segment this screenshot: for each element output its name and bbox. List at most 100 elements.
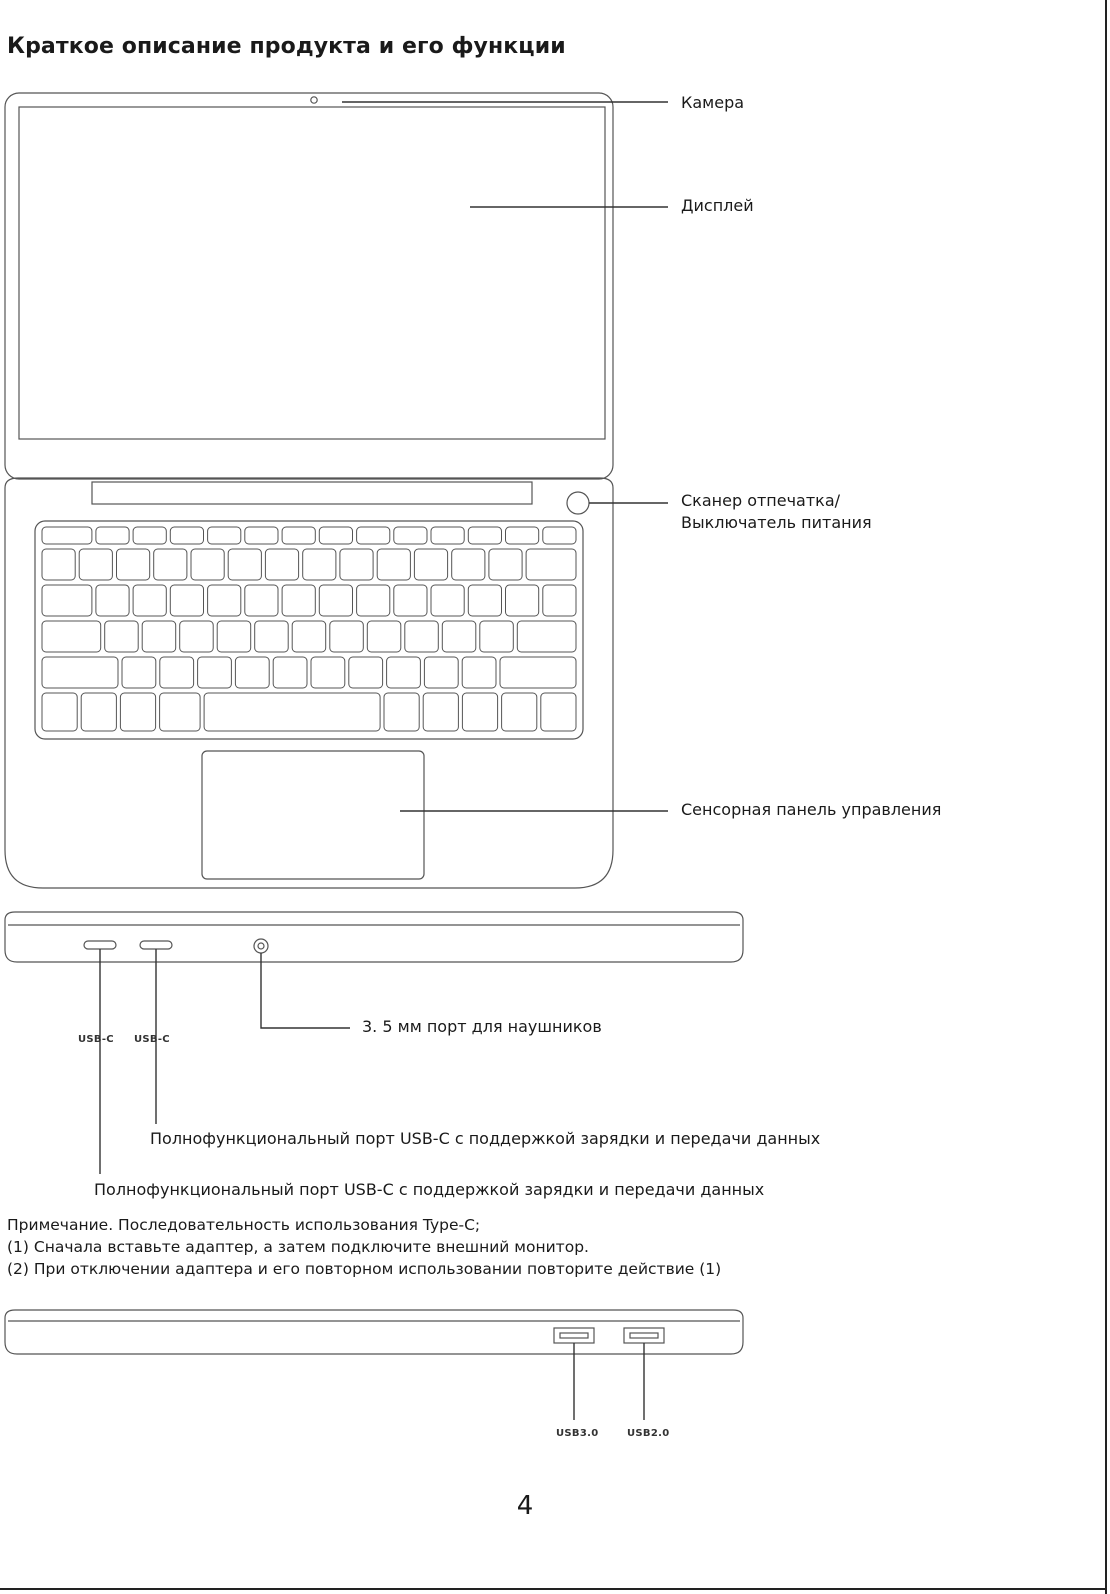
keyboard-key [488, 548, 523, 581]
keyboard-key [501, 692, 538, 732]
keyboard-key [159, 692, 201, 732]
usbc-1-port-tag: USB-C [78, 1034, 114, 1045]
keyboard-key [78, 548, 113, 581]
keyboard-key [291, 620, 327, 653]
keyboard-key [95, 526, 130, 545]
keyboard-key [467, 584, 502, 617]
keyboard-key [203, 692, 381, 732]
keyboard-key [41, 692, 78, 732]
keyboard-key [383, 692, 420, 732]
keyboard-key [132, 526, 167, 545]
keyboard-key [505, 584, 540, 617]
keyboard-key [318, 526, 353, 545]
fingerprint-sensor [566, 491, 590, 515]
laptop-side-view-2 [4, 1309, 744, 1355]
keyboard-key [339, 548, 374, 581]
keyboard-key [234, 656, 270, 689]
keyboard-key [159, 656, 195, 689]
keyboard-key [461, 692, 499, 732]
usbc-2-port-tag: USB-C [134, 1034, 170, 1045]
keyboard-key [190, 548, 225, 581]
keyboard-key [41, 526, 93, 545]
keyboard-key [41, 620, 102, 653]
keyboard-keys [41, 526, 577, 732]
keyboard-key [121, 656, 157, 689]
keyboard-key [542, 584, 577, 617]
keyboard-key [386, 656, 421, 689]
keyboard-key [41, 584, 93, 617]
keyboard-key [451, 548, 486, 581]
keyboard-key [430, 584, 465, 617]
laptop-lid [4, 92, 614, 480]
usbc-port-2-graphic [139, 940, 173, 950]
keyboard-key [281, 584, 316, 617]
keyboard-key [227, 548, 262, 581]
page-title: Краткое описание продукта и его функции [7, 34, 566, 59]
keyboard-key [310, 656, 346, 689]
keyboard-key [244, 526, 279, 545]
keyboard-well [34, 520, 584, 740]
keyboard-key [516, 620, 577, 653]
usbc-port-1-label: Полнофункциональный порт USB-C с поддерж… [94, 1180, 765, 1199]
keyboard-key [80, 692, 117, 732]
keyboard-key [525, 548, 577, 581]
page-border-bottom [0, 1588, 1107, 1590]
keyboard-key [104, 620, 139, 653]
keyboard-key [505, 526, 540, 545]
keyboard-key [413, 548, 449, 581]
keyboard-key [318, 584, 353, 617]
usage-note: Примечание. Последовательность использов… [7, 1214, 721, 1280]
headphone-port-label: 3. 5 мм порт для наушников [362, 1017, 602, 1036]
keyboard-key [95, 584, 130, 617]
display-screen [18, 106, 606, 440]
keyboard-key [499, 656, 577, 689]
usb2-port-tag: USB2.0 [627, 1428, 670, 1439]
callout-lines [99, 101, 668, 1420]
keyboard-key [356, 526, 391, 545]
note-line-3: (2) При отключении адаптера и его повтор… [7, 1260, 722, 1278]
keyboard-key [404, 620, 439, 653]
keyboard-key [272, 656, 308, 689]
keyboard-key [366, 620, 402, 653]
keyboard-key [479, 620, 514, 653]
note-line-2: (1) Сначала вставьте адаптер, а затем по… [7, 1238, 589, 1256]
keyboard-key [302, 548, 337, 581]
usbc-port-2-label: Полнофункциональный порт USB-C с поддерж… [150, 1129, 821, 1148]
keyboard-key [281, 526, 316, 545]
fingerprint-label: Сканер отпечатка/ Выключатель питания [681, 490, 872, 534]
keyboard-key [197, 656, 232, 689]
keyboard-key [393, 526, 428, 545]
keyboard-key [422, 692, 459, 732]
keyboard-key [141, 620, 177, 653]
keyboard-key [430, 526, 465, 545]
keyboard-key [169, 584, 205, 617]
keyboard-key [207, 584, 242, 617]
keyboard-key [542, 526, 577, 545]
display-label: Дисплей [681, 196, 754, 215]
note-line-1: Примечание. Последовательность использов… [7, 1216, 481, 1234]
keyboard-key [41, 548, 76, 581]
usb3-port-tag: USB3.0 [556, 1428, 599, 1439]
fingerprint-label-line1: Сканер отпечатка/ [681, 491, 841, 510]
keyboard-key [423, 656, 459, 689]
keyboard-key [356, 584, 391, 617]
camera-lens [310, 96, 318, 104]
fingerprint-label-line2: Выключатель питания [681, 513, 872, 532]
camera-label: Камера [681, 93, 745, 112]
keyboard-key [216, 620, 252, 653]
keyboard-key [393, 584, 428, 617]
laptop-side-view-1 [4, 911, 744, 963]
keyboard-key [376, 548, 411, 581]
keyboard-key [348, 656, 384, 689]
keyboard-key [153, 548, 188, 581]
keyboard-key [254, 620, 289, 653]
keyboard-key [441, 620, 477, 653]
keyboard-key [116, 548, 151, 581]
keyboard-key [540, 692, 577, 732]
keyboard-key [207, 526, 242, 545]
keyboard-key [461, 656, 497, 689]
keyboard-key [264, 548, 300, 581]
keyboard-key [179, 620, 214, 653]
hinge-bar [91, 481, 533, 505]
